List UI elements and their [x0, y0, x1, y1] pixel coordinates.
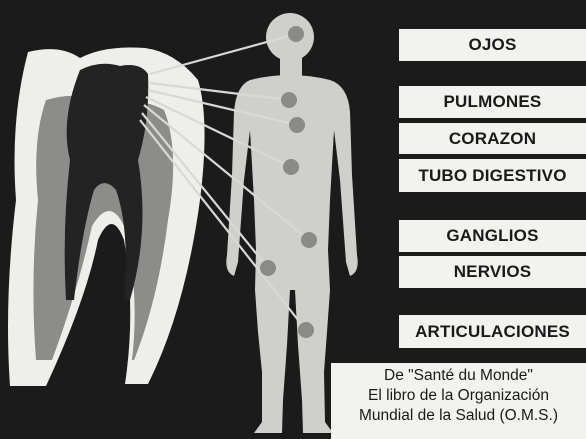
corazon-marker — [289, 117, 305, 133]
source-caption: De "Santé du Monde" El libro de la Organ… — [331, 363, 586, 439]
tubo-digestivo-marker — [283, 159, 299, 175]
articulaciones-marker — [298, 322, 314, 338]
label-pulmones: PULMONES — [399, 86, 586, 118]
ganglios-marker — [301, 232, 317, 248]
label-corazon: CORAZON — [399, 123, 586, 154]
label-ganglios: GANGLIOS — [399, 220, 586, 252]
label-articulaciones: ARTICULACIONES — [399, 315, 586, 348]
label-nervios: NERVIOS — [399, 256, 586, 288]
tooth-pulp — [65, 64, 149, 300]
caption-line-1: De "Santé du Monde" — [331, 366, 586, 386]
label-ojos: OJOS — [399, 29, 586, 61]
caption-line-2: El libro de la Organización — [331, 386, 586, 406]
nervios-marker — [260, 260, 276, 276]
label-tubo-digestivo: TUBO DIGESTIVO — [399, 159, 586, 192]
pulmones-marker — [281, 92, 297, 108]
ojos-marker — [288, 26, 304, 42]
caption-line-3: Mundial de la Salud (O.M.S.) — [331, 406, 586, 426]
tooth-cross-section — [8, 47, 205, 386]
